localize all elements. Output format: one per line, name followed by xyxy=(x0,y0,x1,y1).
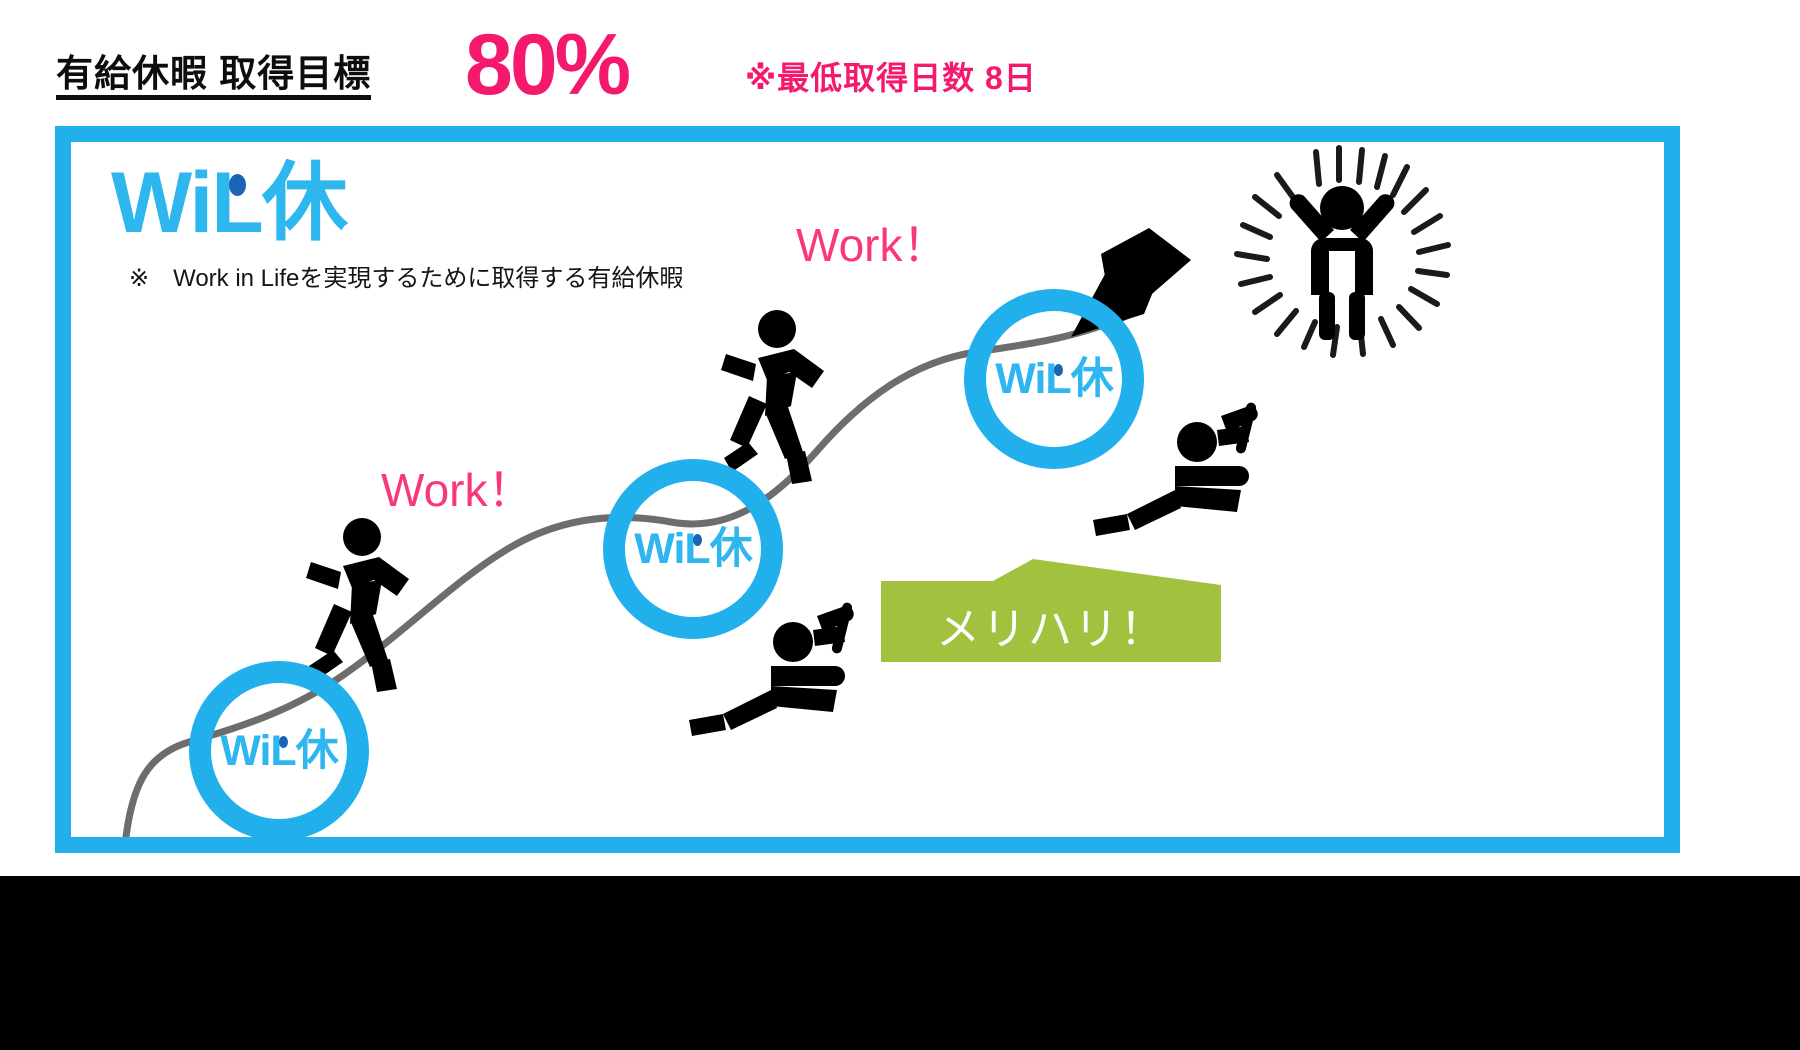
milestone-circle-2: WiL休 xyxy=(603,459,783,639)
panel-inner: WiL休 ※ Work in Lifeを実現するために取得する有給休暇 Work… xyxy=(71,142,1664,837)
work-label-lower: Work！ xyxy=(381,464,534,516)
running-person-icon xyxy=(721,310,824,484)
diagram-artwork xyxy=(122,145,1451,837)
milestone-circle-3-label: WiL休 xyxy=(995,354,1113,403)
relaxing-person-icon xyxy=(689,602,854,736)
milestone-circle-2-label: WiL休 xyxy=(634,524,752,573)
wil-kyu-diagram-panel: WiL休 ※ Work in Lifeを実現するために取得する有給休暇 Work… xyxy=(55,126,1680,853)
milestone-circle-3: WiL休 xyxy=(964,289,1144,469)
celebrating-person-icon xyxy=(1289,186,1395,340)
banner-shape xyxy=(881,559,1221,662)
logo-i-dot-icon xyxy=(279,735,289,748)
goal-percentage-value: 80% xyxy=(465,17,631,113)
logo-i-dot-icon xyxy=(229,174,246,196)
logo-i-dot-icon xyxy=(1054,363,1064,376)
merihari-banner: メリハリ！ xyxy=(881,559,1221,662)
merihari-banner-label: メリハリ！ xyxy=(936,605,1166,654)
wil-kyu-logo-title: WiL休 xyxy=(111,160,683,246)
relaxing-person-icon xyxy=(1093,402,1258,536)
celebration-burst-icon xyxy=(1234,145,1451,358)
upward-arrow-head-icon xyxy=(1101,228,1191,327)
header: 有給休暇 取得目標 80% ※最低取得日数 8日 xyxy=(0,0,1800,130)
wil-kyu-logo-text: WiL休 xyxy=(111,155,348,251)
minimum-days-note: ※最低取得日数 8日 xyxy=(745,60,1037,96)
logo-i-dot-icon xyxy=(693,533,703,546)
bottom-black-bar xyxy=(0,876,1800,1050)
milestone-circle-1-label: WiL休 xyxy=(220,726,338,775)
milestone-circle-1: WiL休 xyxy=(189,661,369,837)
paid-leave-goal-label: 有給休暇 取得目標 xyxy=(56,55,372,100)
wil-kyu-logo: WiL休 ※ Work in Lifeを実現するために取得する有給休暇 xyxy=(111,160,683,293)
wil-kyu-definition-note: ※ Work in Lifeを実現するために取得する有給休暇 xyxy=(129,265,684,292)
work-label-upper: Work！ xyxy=(796,219,949,271)
